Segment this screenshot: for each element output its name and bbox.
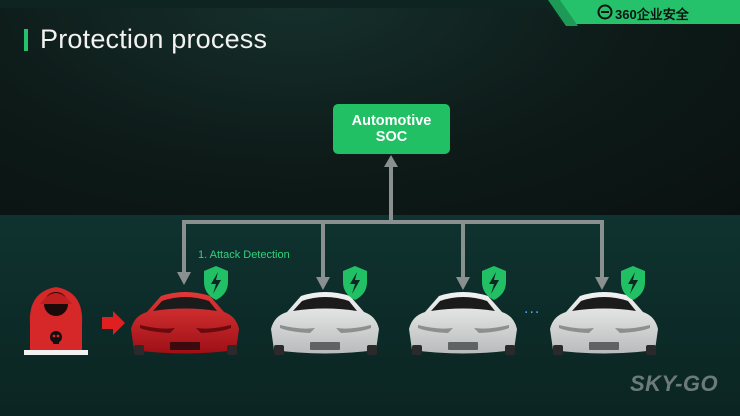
page-title: Protection process	[40, 24, 268, 54]
shield-lightning-icon	[482, 266, 506, 300]
soc-label-line1: Automotive	[351, 113, 432, 129]
shield-lightning-icon	[343, 266, 367, 300]
car-icon	[550, 292, 658, 355]
automotive-soc-box: Automotive SOC	[333, 104, 450, 154]
more-cars-ellipsis: ...	[524, 300, 541, 317]
shield-lightning-icon	[621, 266, 645, 300]
car-icon	[131, 292, 239, 355]
car-icon	[409, 292, 517, 355]
skygo-watermark: SKY-GO	[630, 371, 719, 396]
car-icon	[271, 292, 379, 355]
title-accent-bar	[24, 29, 28, 51]
soc-label-line2: SOC	[375, 129, 408, 145]
attack-detection-label: 1. Attack Detection	[198, 249, 290, 261]
shield-lightning-icon	[204, 266, 228, 300]
